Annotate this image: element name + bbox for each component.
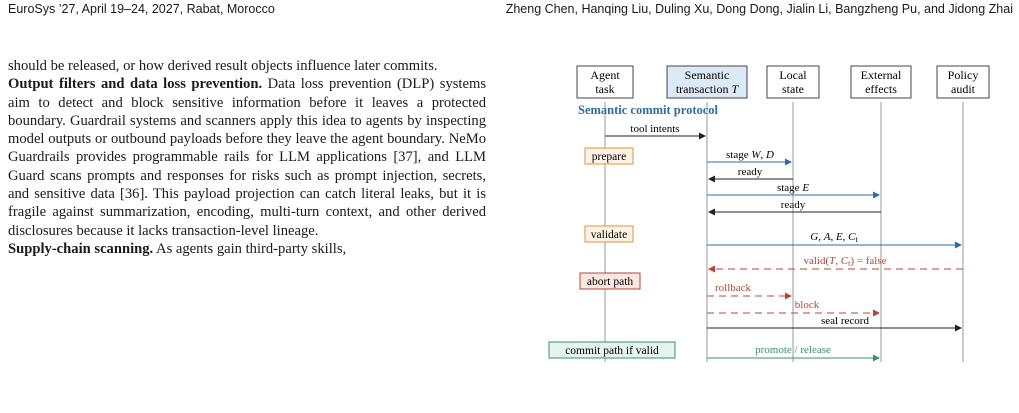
svg-text:Policy: Policy <box>948 68 979 82</box>
svg-text:prepare: prepare <box>592 151 626 163</box>
paragraph-supply-chain: Supply-chain scanning. As agents gain th… <box>8 240 347 257</box>
lane-local: Local state <box>766 65 820 99</box>
msg-block: block <box>795 299 820 311</box>
header-venue: EuroSys ’27, April 19–24, 2027, Rabat, M… <box>8 2 275 16</box>
phase-prepare <box>584 147 634 165</box>
svg-text:Agent: Agent <box>590 68 620 82</box>
svg-text:Local: Local <box>779 68 807 82</box>
svg-text:audit: audit <box>951 82 976 96</box>
svg-text:transaction T: transaction T <box>676 82 740 96</box>
msg-stage-e: stage E <box>777 182 809 194</box>
paragraph-output-filters: Output filters and data loss prevention.… <box>8 76 486 239</box>
svg-text:abort path: abort path <box>587 276 634 288</box>
lane-transaction: Semantic transaction T <box>666 65 748 99</box>
lane-policy: Policy audit <box>936 65 990 99</box>
svg-text:validate: validate <box>591 229 627 241</box>
sequence-diagram: Agent task Semantic transaction T Local … <box>545 62 1005 368</box>
msg-ready-external: ready <box>781 199 806 211</box>
lane-agent: Agent task <box>576 65 634 99</box>
svg-text:effects: effects <box>865 82 897 96</box>
phase-validate <box>584 225 634 243</box>
msg-rollback: rollback <box>715 282 752 294</box>
msg-stage-wd: stage W, D <box>726 149 774 161</box>
phase-commit-path <box>548 341 676 359</box>
msg-promote-release: promote / release <box>755 344 831 356</box>
lane-external: External effects <box>850 65 912 99</box>
msg-tool-intents: tool intents <box>630 123 679 135</box>
header-authors: Zheng Chen, Hanqing Liu, Duling Xu, Dong… <box>505 2 1013 16</box>
svg-text:Semantic: Semantic <box>685 68 730 82</box>
msg-seal-record: seal record <box>821 315 869 327</box>
body-text-column: should be released, or how derived resul… <box>8 57 486 258</box>
msg-gaec: G, A, E, Ct <box>810 231 858 244</box>
paragraph-continuation: should be released, or how derived resul… <box>8 58 438 74</box>
msg-valid-false: valid(T, Ct) = false <box>803 255 886 268</box>
svg-text:task: task <box>595 82 614 96</box>
msg-ready-local: ready <box>738 166 763 178</box>
protocol-title: Semantic commit protocol <box>578 103 719 117</box>
svg-text:state: state <box>782 82 804 96</box>
paragraph-heading: Output filters and data loss prevention. <box>8 76 263 93</box>
svg-text:External: External <box>861 68 902 82</box>
phase-abort-path <box>579 272 641 290</box>
running-header: EuroSys ’27, April 19–24, 2027, Rabat, M… <box>8 2 1013 20</box>
paragraph-heading: Supply-chain scanning. <box>8 240 154 257</box>
svg-text:commit path if valid: commit path if valid <box>565 345 659 357</box>
